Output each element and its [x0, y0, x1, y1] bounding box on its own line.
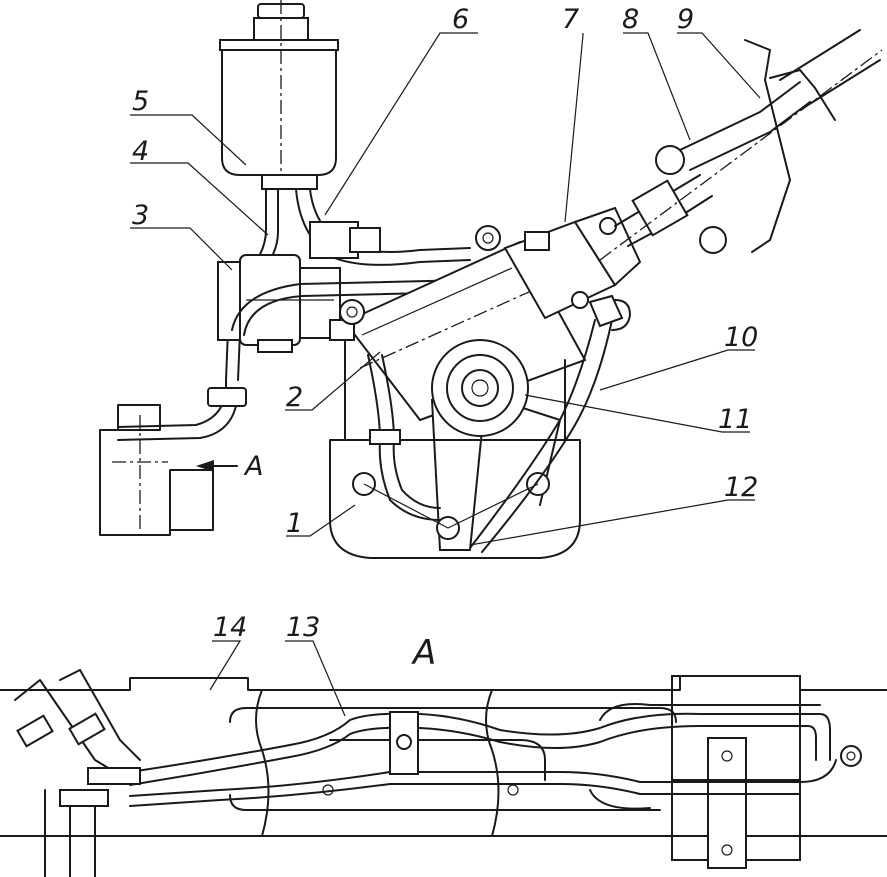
callout-11: 11 [718, 404, 752, 435]
section-view-label: A [411, 633, 436, 673]
callout-leaders-lower [209, 640, 346, 717]
callout-12: 12 [724, 472, 758, 503]
callout-leaders [130, 32, 761, 546]
right-hose [469, 294, 631, 553]
control-valve [503, 206, 642, 320]
callout-13: 13 [286, 612, 320, 643]
pipelines [129, 711, 862, 807]
callout-4: 4 [132, 136, 149, 167]
section-hose-ends [14, 669, 141, 877]
rail-bracket [671, 675, 801, 869]
callout-1: 1 [286, 508, 303, 539]
callout-8: 8 [622, 4, 639, 35]
view-a-arrow [196, 460, 238, 472]
steering-shaft [599, 29, 883, 261]
view-arrow-label: A [243, 451, 263, 482]
callout-10: 10 [724, 322, 758, 353]
callout-14: 14 [213, 612, 247, 643]
callout-9: 9 [677, 4, 694, 35]
callout-3: 3 [132, 200, 149, 231]
pump [217, 254, 341, 353]
oil-reservoir [219, 0, 339, 190]
callout-2: 2 [286, 382, 303, 413]
left-frame-bracket [99, 404, 214, 536]
callout-7: 7 [562, 4, 579, 35]
upper-fitting [309, 221, 501, 259]
pitman-arm [430, 339, 561, 551]
bulkhead [744, 39, 836, 253]
callout-5: 5 [132, 86, 149, 117]
return-hose [367, 354, 441, 521]
callout-6: 6 [452, 4, 469, 35]
break-lines [255, 689, 500, 837]
